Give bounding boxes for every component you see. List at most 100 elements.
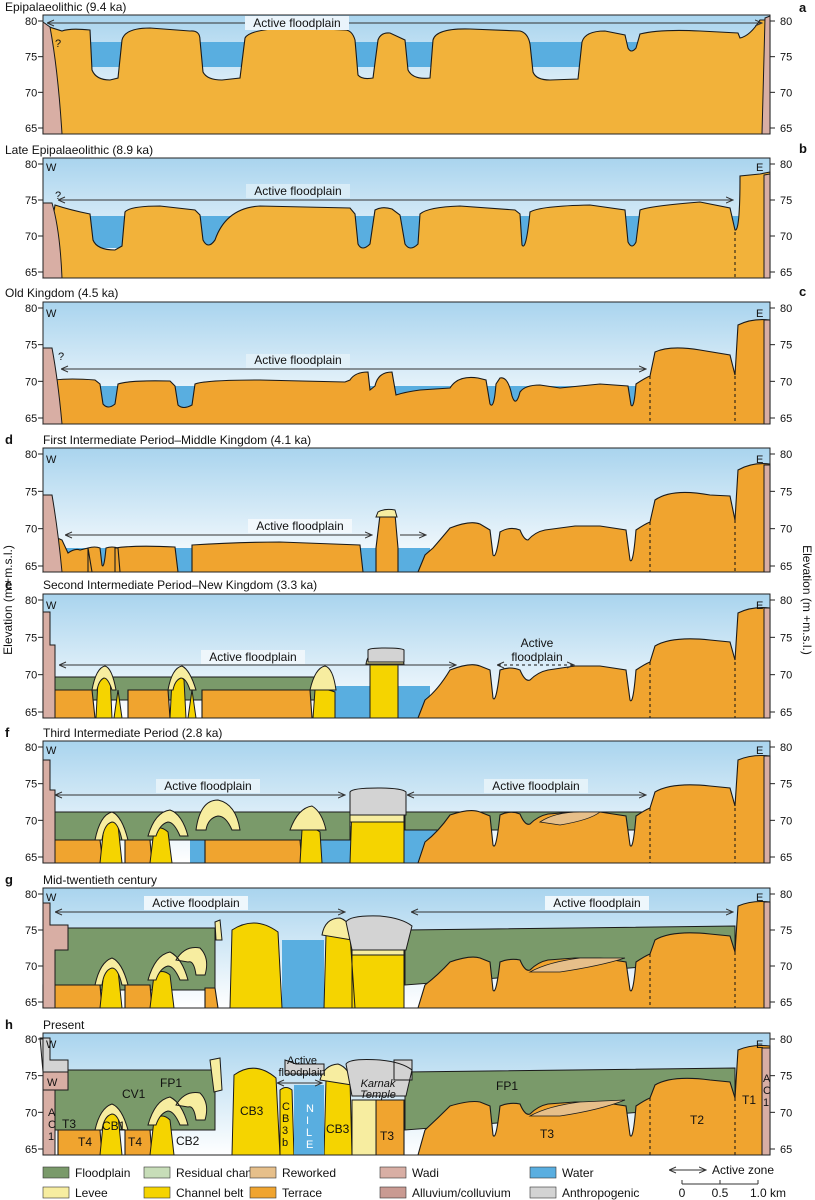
legend-label: Wadi bbox=[412, 1166, 439, 1180]
tick-label-l: 80 bbox=[25, 595, 37, 607]
panel-d-west: W bbox=[46, 454, 57, 466]
legend-swatch bbox=[529, 1166, 557, 1179]
panel-h-ac1-right-1: 1 bbox=[763, 1097, 769, 1109]
panel-d-terrain bbox=[42, 463, 771, 573]
panel-b-floodplain bbox=[42, 171, 771, 279]
tick-label-l: 65 bbox=[25, 707, 37, 719]
tick-label-r: 65 bbox=[780, 413, 792, 425]
panel-g-frame bbox=[42, 887, 771, 1009]
tick-label-l: 80 bbox=[25, 449, 37, 461]
panel-a: Epipalaeolithic (9.4 ka) a Active floodp… bbox=[5, 0, 807, 135]
tick-label-r: 70 bbox=[780, 376, 792, 388]
tick-label-l: 80 bbox=[25, 1034, 37, 1046]
legend-label: Levee bbox=[75, 1186, 108, 1200]
tick-label-r: 70 bbox=[780, 524, 792, 536]
panel-h-fp1-right: FP1 bbox=[496, 1079, 518, 1093]
panel-f-east: E bbox=[756, 745, 763, 757]
legend-label: Anthropogenic bbox=[562, 1186, 639, 1200]
panel-g-levee bbox=[94, 917, 405, 986]
panel-b: Late Epipalaeolithic (8.9 ka) b Active f… bbox=[5, 141, 807, 279]
tick-label-r: 75 bbox=[780, 340, 792, 352]
panel-e-anthropogenic bbox=[367, 647, 405, 663]
tick-label-l: 80 bbox=[25, 742, 37, 754]
panel-e: Second Intermediate Period–New Kingdom (… bbox=[5, 577, 771, 719]
tick-label-r: 65 bbox=[780, 123, 792, 135]
panel-f-title: Third Intermediate Period (2.8 ka) bbox=[43, 726, 222, 740]
tick-label-l: 65 bbox=[25, 123, 37, 135]
panel-a-floodplain bbox=[42, 19, 771, 135]
panel-e-letter: e bbox=[5, 577, 12, 592]
panel-f-letter: f bbox=[5, 725, 10, 740]
panel-a-title: Epipalaeolithic (9.4 ka) bbox=[5, 0, 126, 14]
tick-label-l: 75 bbox=[25, 52, 37, 64]
panel-h-nile bbox=[294, 1085, 324, 1155]
scale-bar: Active zone 0 0.5 1.0 km bbox=[670, 1163, 786, 1200]
tick-label-l: 80 bbox=[25, 16, 37, 28]
tick-label-r: 70 bbox=[780, 815, 792, 827]
tick-label-r: 75 bbox=[780, 195, 792, 207]
legend-swatch bbox=[249, 1186, 277, 1199]
elevation-ticks: 80 80 75 75 70 70 65 65 80 80 75 75 70 70 65 65 80 80 75 75… bbox=[25, 16, 792, 1156]
legend-label: Alluvium/colluvium bbox=[412, 1186, 511, 1200]
panel-h-t3-right: T3 bbox=[540, 1127, 554, 1141]
panel-h-cb3-right: CB3 bbox=[326, 1122, 350, 1136]
panel-d-label-bg bbox=[248, 519, 352, 533]
tick-label-l: 65 bbox=[25, 1144, 37, 1156]
panel-d-east: E bbox=[756, 454, 763, 466]
panel-c: Old Kingdom (4.5 ka) c Active floodplain… bbox=[5, 284, 806, 425]
panel-d-title: First Intermediate Period–Middle Kingdom… bbox=[43, 433, 311, 447]
tick-label-l: 70 bbox=[25, 231, 37, 243]
panel-h-ac1-left-c: C bbox=[48, 1119, 56, 1131]
panel-h-t1: T1 bbox=[742, 1093, 756, 1107]
panel-h-cb1: CB1 bbox=[102, 1119, 126, 1133]
y-axis-label-left: Elevation (m +m.s.l.) bbox=[1, 545, 15, 655]
panel-c-title: Old Kingdom (4.5 ka) bbox=[5, 286, 118, 300]
tick-label-l: 65 bbox=[25, 413, 37, 425]
legend-label: Reworked bbox=[282, 1166, 336, 1180]
tick-label-l: 70 bbox=[25, 815, 37, 827]
tick-label-l: 75 bbox=[25, 925, 37, 937]
panel-h-levee bbox=[94, 1057, 377, 1156]
panel-f-wadi-right bbox=[763, 755, 771, 864]
legend-swatch bbox=[249, 1166, 277, 1179]
legend-label: Residual channel bbox=[176, 1166, 268, 1180]
legend-swatch bbox=[143, 1166, 171, 1179]
panel-a-question: ? bbox=[55, 38, 61, 50]
tick-label-r: 75 bbox=[780, 925, 792, 937]
panel-h-t4-left: T4 bbox=[78, 1135, 92, 1149]
tick-label-l: 75 bbox=[25, 195, 37, 207]
tick-label-l: 65 bbox=[25, 267, 37, 279]
tick-label-l: 65 bbox=[25, 997, 37, 1009]
tick-label-l: 75 bbox=[25, 340, 37, 352]
tick-label-r: 70 bbox=[780, 670, 792, 682]
panel-g-label-bg-1 bbox=[144, 896, 248, 910]
panel-d-active-label: Active floodplain bbox=[256, 519, 343, 533]
legend-swatch bbox=[42, 1166, 70, 1179]
legend-swatch bbox=[42, 1186, 70, 1199]
panel-d-mound-top bbox=[375, 508, 398, 518]
panel-h-reworked bbox=[528, 1099, 626, 1117]
panel-h-title: Present bbox=[43, 1018, 85, 1032]
tick-label-r: 70 bbox=[780, 231, 792, 243]
panel-h-letter: h bbox=[5, 1017, 13, 1032]
legend-label: Floodplain bbox=[75, 1166, 130, 1180]
legend-label: Channel belt bbox=[176, 1186, 244, 1200]
tick-label-r: 65 bbox=[780, 997, 792, 1009]
panel-f-label-bg-2 bbox=[484, 779, 588, 793]
panel-b-label-bg bbox=[246, 184, 350, 198]
tick-label-r: 65 bbox=[780, 707, 792, 719]
legend-swatch bbox=[529, 1186, 557, 1199]
tick-label-l: 65 bbox=[25, 561, 37, 573]
tick-label-r: 65 bbox=[780, 1144, 792, 1156]
tick-label-l: 70 bbox=[25, 524, 37, 536]
panel-f: Third Intermediate Period (2.8 ka) f Act… bbox=[5, 725, 771, 864]
panel-g-label-bg-2 bbox=[545, 896, 649, 910]
y-axis-label-right: Elevation (m +m.s.l.) bbox=[800, 545, 814, 655]
panel-h-t4-right: T4 bbox=[128, 1135, 142, 1149]
panel-f-west: W bbox=[46, 745, 57, 757]
tick-label-r: 80 bbox=[780, 449, 792, 461]
panel-e-west: W bbox=[46, 600, 57, 612]
tick-label-l: 80 bbox=[25, 889, 37, 901]
panel-h-t2: T2 bbox=[690, 1113, 704, 1127]
